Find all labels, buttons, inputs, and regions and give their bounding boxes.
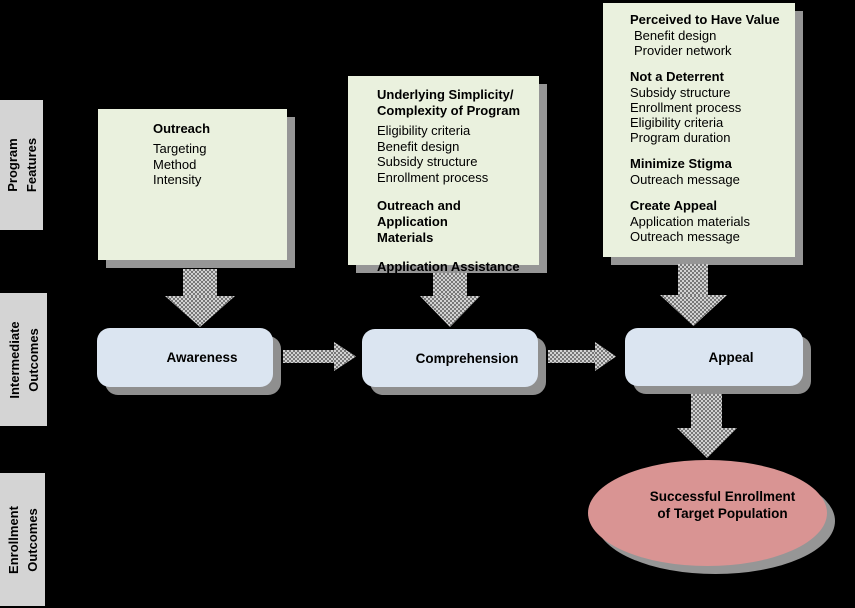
arrow-value-to-appeal-head-icon	[660, 295, 727, 326]
side-label-program-features: Program Features	[0, 100, 43, 230]
side-label-intermediate-outcomes: Intermediate Outcomes	[0, 293, 47, 426]
outcome-box-label: Comprehension	[415, 350, 519, 366]
box-item: Benefit design	[634, 28, 717, 43]
arrow-outreach-to-awareness-head-icon	[165, 296, 235, 327]
box-group: Perceived to Have Value Benefit design P…	[630, 12, 791, 58]
box-item: Eligibility criteria	[377, 123, 471, 138]
box-heading: Create Appeal	[630, 198, 717, 213]
box-heading: Minimize Stigma	[630, 156, 732, 171]
arrow-appeal-to-enrollment-head-icon	[677, 428, 737, 458]
side-label-text: Intermediate Outcomes	[6, 320, 41, 399]
box-item: Outreach message	[630, 229, 740, 244]
arrow-simplicity-to-comprehension-shaft	[433, 273, 467, 296]
arrow-simplicity-to-comprehension-head-icon	[420, 296, 480, 327]
box-item: Method	[153, 156, 197, 172]
side-label-text: Enrollment Outcomes	[5, 505, 40, 574]
box-item: Benefit design	[377, 138, 460, 154]
box-item: Eligibility criteria	[630, 115, 724, 130]
outcome-box-appeal: Appeal	[625, 328, 803, 386]
feature-box-perceived-value: Perceived to Have Value Benefit design P…	[603, 3, 795, 257]
side-label-text: Program Features	[4, 137, 39, 193]
box-item: Targeting	[153, 141, 207, 156]
arrow-outreach-to-awareness-shaft	[183, 269, 217, 296]
box-group: Create Appeal Application materials Outr…	[630, 198, 791, 244]
outcome-box-awareness: Awareness	[97, 328, 273, 387]
box-item: Provider network	[634, 43, 732, 58]
final-outcome-ellipse: Successful Enrollment of Target Populati…	[588, 460, 827, 566]
box-group: Not a Deterrent Subsidy structure Enroll…	[630, 69, 791, 145]
box-item: Program duration	[630, 130, 731, 145]
box-heading: Outreach and Application Materials	[377, 198, 461, 245]
arrow-awareness-to-comprehension-shaft	[283, 350, 334, 363]
box-heading: Outreach	[153, 121, 211, 136]
feature-box-outreach: Outreach Targeting Method Intensity	[98, 109, 287, 260]
box-heading: Perceived to Have Value	[630, 12, 780, 27]
outcome-box-label: Awareness	[166, 350, 238, 365]
arrow-comprehension-to-appeal-shaft	[548, 350, 595, 363]
box-item: Subsidy structure	[630, 85, 731, 100]
arrow-awareness-to-comprehension-head-icon	[334, 342, 356, 371]
outcome-box-comprehension: Comprehension	[362, 329, 538, 387]
arrow-value-to-appeal-shaft	[678, 264, 708, 295]
side-label-enrollment-outcomes: Enrollment Outcomes	[0, 473, 45, 606]
outcome-box-label: Appeal	[708, 349, 754, 365]
box-group: Minimize Stigma Outreach message	[630, 156, 791, 187]
box-item: Application materials	[630, 214, 750, 229]
feature-box-simplicity-complexity: Underlying Simplicity/ Complexity of Pro…	[348, 76, 539, 274]
box-item-list: Eligibility criteria Benefit design Subs…	[377, 123, 533, 185]
box-item: Intensity	[153, 172, 202, 187]
box-heading: Not a Deterrent	[630, 69, 724, 84]
final-outcome-text: Successful Enrollment of Target Populati…	[649, 489, 796, 521]
box-heading: Underlying Simplicity/ Complexity of Pro…	[377, 87, 521, 118]
box-item: Outreach message	[630, 172, 740, 187]
arrow-comprehension-to-appeal-head-icon	[595, 342, 616, 371]
box-heading: Application Assistance	[377, 259, 520, 274]
box-item: Subsidy structure	[377, 154, 478, 169]
box-item: Enrollment process	[630, 100, 742, 115]
box-item-list: Targeting Method Intensity	[153, 141, 279, 188]
box-item: Enrollment process	[377, 169, 489, 185]
arrow-appeal-to-enrollment-shaft	[691, 394, 722, 428]
